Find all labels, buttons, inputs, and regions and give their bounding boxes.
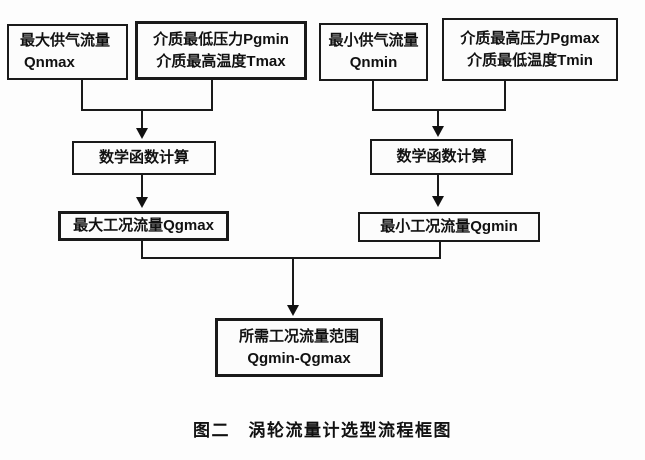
box-max-supply-flow: 最大供气流量 Qnmax <box>7 24 128 80</box>
connector-line <box>81 109 213 111</box>
box-min-supply-flow-line1: 最小供气流量 <box>328 32 419 49</box>
arrow-down-icon <box>432 126 444 137</box>
box-required-flow-range-line2: Qgmin-Qgmax <box>247 349 351 367</box>
connector-line <box>292 259 294 306</box>
box-min-pressure-line1: 介质最低压力Pgmin <box>153 30 289 48</box>
connector-line <box>504 81 506 111</box>
arrow-down-icon <box>136 128 148 139</box>
arrow-down-icon <box>136 197 148 208</box>
box-max-pressure-line1: 介质最高压力Pgmax <box>460 29 600 47</box>
box-min-working-flow: 最小工况流量Qgmin <box>358 212 540 242</box>
connector-line <box>372 81 374 111</box>
box-max-supply-flow-line1: 最大供气流量 <box>20 32 111 49</box>
connector-line <box>437 175 439 197</box>
box-math-calc-left: 数学函数计算 <box>72 141 216 175</box>
box-max-working-flow-label: 最大工况流量Qgmax <box>73 217 214 234</box>
box-medium-max-pressure-min-temp: 介质最高压力Pgmax 介质最低温度Tmin <box>442 18 618 81</box>
box-math-calc-left-label: 数学函数计算 <box>98 149 189 166</box>
box-math-calc-right-label: 数学函数计算 <box>396 148 487 165</box>
connector-line <box>437 111 439 128</box>
box-required-flow-range: 所需工况流量范围 Qgmin-Qgmax <box>215 318 383 377</box>
box-medium-min-pressure-max-temp: 介质最低压力Pgmin 介质最高温度Tmax <box>135 21 307 80</box>
connector-line <box>141 175 143 198</box>
box-max-supply-flow-line2: Qnmax <box>24 54 75 71</box>
connector-line <box>81 80 83 111</box>
arrow-down-icon <box>432 196 444 207</box>
connector-line <box>439 242 441 259</box>
connector-line <box>141 257 441 259</box>
box-min-working-flow-label: 最小工况流量Qgmin <box>380 218 518 235</box>
connector-line <box>372 109 506 111</box>
box-min-supply-flow-line2: Qnmin <box>349 54 398 71</box>
box-max-pressure-line2: 介质最低温度Tmin <box>467 51 593 69</box>
box-math-calc-right: 数学函数计算 <box>370 139 513 175</box>
connector-line <box>211 80 213 111</box>
arrow-down-icon <box>287 305 299 316</box>
connector-line <box>141 241 143 259</box>
figure-caption: 图二 涡轮流量计选型流程框图 <box>193 421 452 440</box>
box-min-pressure-line2: 介质最高温度Tmax <box>156 52 286 70</box>
box-required-flow-range-line1: 所需工况流量范围 <box>238 327 359 345</box>
box-min-supply-flow: 最小供气流量 Qnmin <box>319 23 428 81</box>
connector-line <box>141 111 143 129</box>
box-max-working-flow: 最大工况流量Qgmax <box>58 211 229 241</box>
